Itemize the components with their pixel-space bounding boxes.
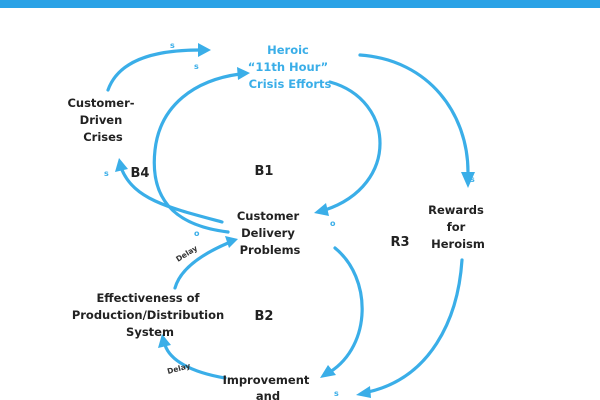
arrow-delivery-to-improvement (328, 246, 364, 374)
arrowhead-delivery (225, 236, 238, 248)
arrowhead-heroic-outer (198, 43, 211, 57)
node-customer-delivery-problems: Customer Delivery Problems (237, 209, 303, 257)
arrowhead-improvement (356, 386, 371, 398)
arrow-rewards-to-improvement (366, 258, 464, 394)
arrow-delivery-to-customer-crises (120, 168, 224, 224)
node-rewards-for-heroism: Rewards for Heroism (428, 203, 488, 251)
arrowhead-delivery-b1 (314, 203, 329, 216)
arrow-heroic-to-rewards (358, 53, 470, 174)
arrow-customer-crises-to-heroic (106, 48, 202, 92)
loop-label-b4: B4 (131, 166, 150, 181)
node-customer-driven-crises: Customer- Driven Crises (67, 96, 138, 144)
polarity-s-left: s (104, 169, 109, 178)
polarity-o-delay: o (194, 229, 200, 238)
polarity-s-top-outer: s (170, 41, 175, 50)
polarity-o-b1: o (330, 219, 336, 228)
loop-label-b2: B2 (255, 309, 274, 324)
arrowhead-improvement-b2 (320, 365, 336, 378)
top-banner-bar (0, 0, 600, 8)
node-heroic-efforts: Heroic “11th Hour” Crisis Efforts (248, 43, 332, 91)
arrow-delivery-to-heroic-inner (152, 72, 242, 234)
polarity-s-rewards: s (470, 175, 475, 184)
polarity-s-bottom: s (334, 389, 339, 398)
arrow-improvement-to-effectiveness (163, 343, 227, 380)
arrow-heroic-to-delivery (323, 80, 382, 212)
arrowhead-customer-crises (115, 158, 128, 172)
arrowhead-rewards (461, 172, 475, 188)
node-effectiveness-system: Effectiveness of Production/Distribution… (72, 291, 228, 339)
loop-label-b1: B1 (255, 164, 274, 179)
delay-label-lower: Delay (166, 361, 191, 376)
arrow-effectiveness-to-delivery (173, 241, 230, 290)
arrowhead-heroic-inner (237, 67, 250, 80)
arrowhead-effectiveness (158, 334, 171, 348)
polarity-s-top-inner: s (194, 62, 199, 71)
loop-label-r3: R3 (390, 235, 409, 250)
node-improvement: Improvement and (223, 373, 314, 400)
